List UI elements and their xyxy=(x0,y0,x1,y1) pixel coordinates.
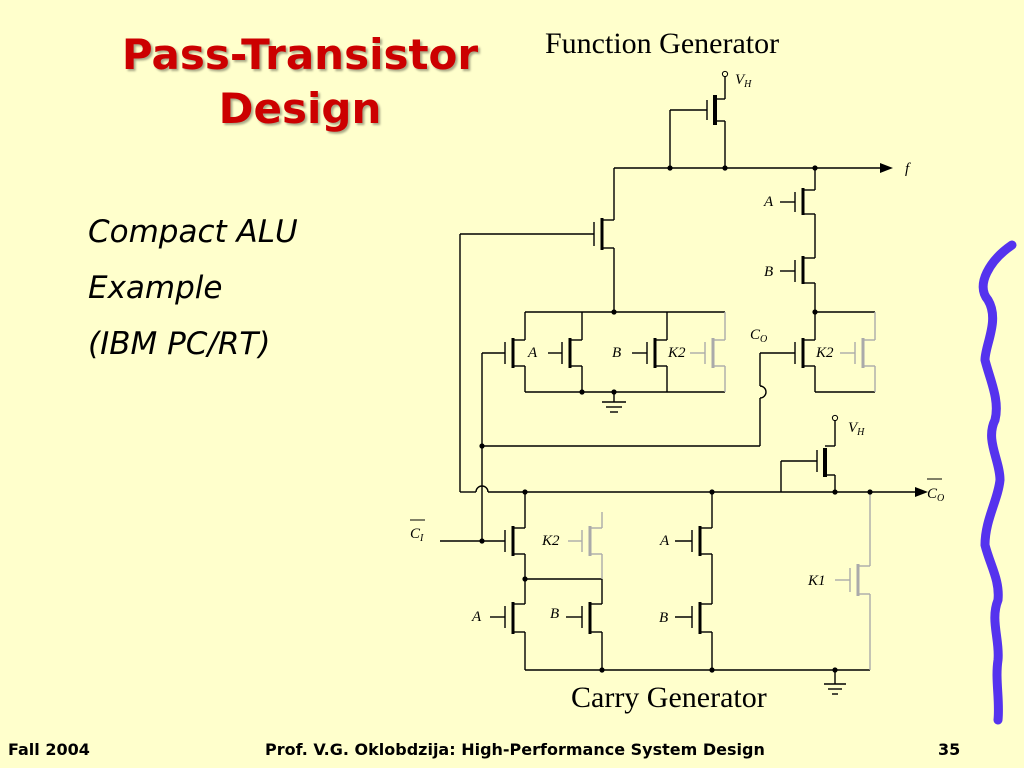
label-b: B xyxy=(550,606,559,622)
carry-generator-title: Carry Generator xyxy=(571,681,767,714)
label-b: B xyxy=(612,345,621,361)
co-label: CO xyxy=(750,327,767,345)
function-generator-title: Function Generator xyxy=(545,27,780,60)
output-arrows xyxy=(880,163,928,497)
inactive-transistors xyxy=(568,312,876,670)
label-k1: K1 xyxy=(807,573,826,589)
vh-label-carry: VH xyxy=(848,420,865,438)
bullet-item: Example xyxy=(88,270,223,306)
label-k2: K2 xyxy=(815,345,834,361)
title-line-1: Pass-Transistor xyxy=(121,30,479,79)
schematic-labels: VH f A B A B K2 K2 CO VH CO CI K2 A A B … xyxy=(410,72,944,626)
footer-author: Prof. V.G. Oklobdzija: High-Performance … xyxy=(265,740,765,759)
decorative-wave xyxy=(978,240,1017,725)
bullet-list: Compact ALU Example (IBM PC/RT) xyxy=(88,204,298,372)
f-output-label: f xyxy=(905,161,911,177)
bullet-item: (IBM PC/RT) xyxy=(88,326,271,362)
title-line-2: Design xyxy=(218,84,382,133)
label-a: A xyxy=(527,345,538,361)
footer-page-number: 35 xyxy=(938,740,961,759)
bullet-item: Compact ALU xyxy=(88,214,298,250)
ci-bar-label: CI xyxy=(410,526,424,544)
footer-date: Fall 2004 xyxy=(8,740,90,759)
label-a: A xyxy=(471,609,482,625)
label-a: A xyxy=(763,194,774,210)
label-b: B xyxy=(764,264,773,280)
vh-label-top: VH xyxy=(735,72,752,90)
junction-dots xyxy=(479,70,873,673)
wires xyxy=(440,76,915,695)
slide-title: Pass-Transistor Design xyxy=(90,28,510,136)
label-b: B xyxy=(659,610,668,626)
label-k2: K2 xyxy=(541,533,560,549)
co-bar-label: CO xyxy=(927,486,944,504)
label-a: A xyxy=(659,533,670,549)
label-k2: K2 xyxy=(667,345,686,361)
